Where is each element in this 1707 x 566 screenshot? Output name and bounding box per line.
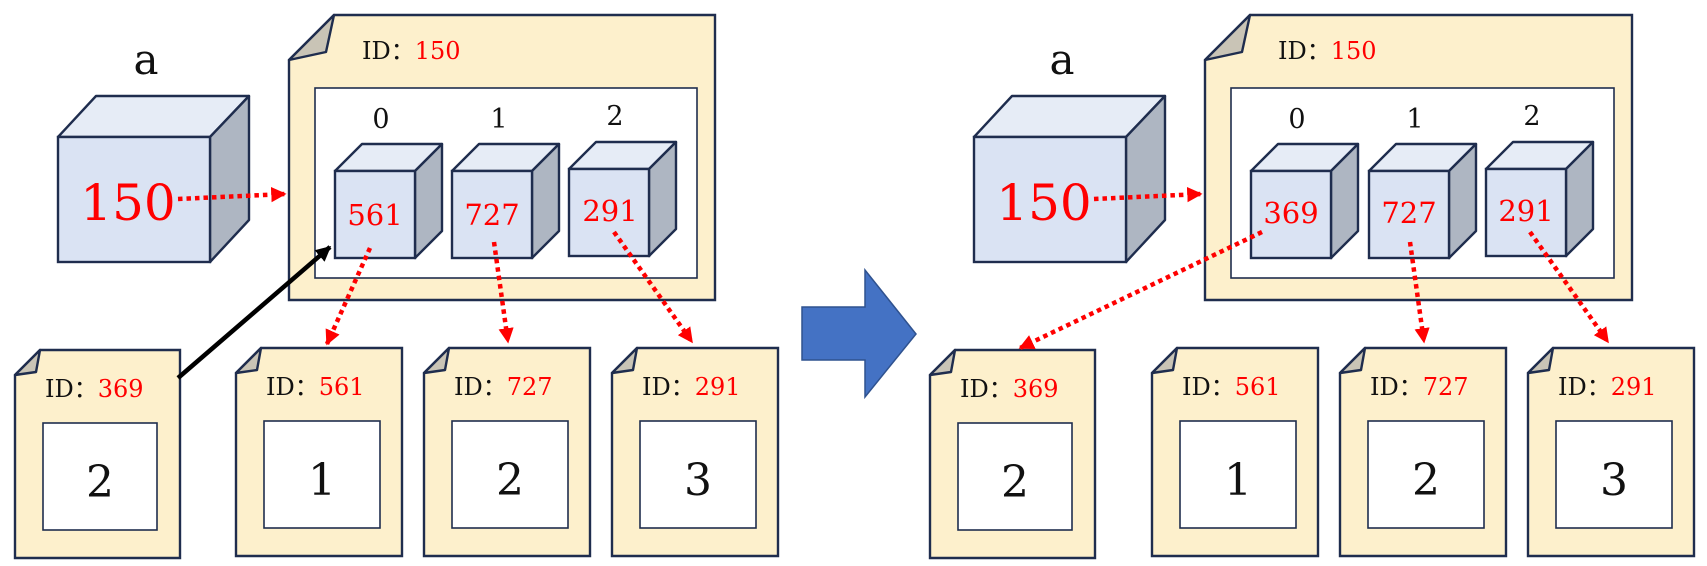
block-arrow-right-icon — [801, 267, 917, 400]
object-id: ID：561 — [1182, 373, 1281, 401]
object-id: ID：291 — [642, 373, 741, 401]
slot-index: 1 — [490, 104, 507, 135]
variable-name-label: a — [133, 35, 158, 84]
object-value: 2 — [1412, 455, 1440, 506]
object-727: ID：727 2 — [1338, 346, 1508, 558]
object-value-box — [451, 420, 569, 529]
object-id: ID：369 — [960, 375, 1059, 403]
slot-reference: 369 — [1263, 196, 1318, 230]
cube-icon — [1367, 142, 1478, 260]
variable-a: a 150 — [972, 35, 1167, 264]
reference-arrow-variable-to-list — [1093, 187, 1203, 203]
object-727: ID：727 2 — [422, 346, 592, 558]
slot-index: 2 — [606, 101, 623, 132]
object-value-box — [1555, 420, 1673, 529]
slot-index: 2 — [1523, 101, 1540, 132]
reference-arrow-variable-to-list — [177, 187, 287, 203]
slot-reference: 727 — [464, 198, 519, 232]
object-value: 2 — [496, 455, 524, 506]
object-value: 2 — [1001, 457, 1029, 508]
list-slot-1: 1 727 — [1367, 104, 1478, 260]
object-value: 3 — [1600, 455, 1628, 506]
object-id: ID：369 — [45, 375, 144, 403]
reference-arrow-slot2 — [1528, 230, 1610, 344]
object-value: 2 — [86, 457, 114, 508]
list-object: ID：150 0 561 1 7 — [287, 13, 717, 302]
cube-icon — [56, 94, 251, 264]
object-value-box — [1179, 420, 1297, 529]
list-slot-2: 2 291 — [1484, 101, 1595, 258]
object-value: 1 — [308, 455, 336, 506]
cube-icon — [972, 94, 1167, 264]
object-369: ID：369 2 — [928, 348, 1097, 560]
cube-icon — [1484, 140, 1595, 258]
reference-arrow-slot0 — [1018, 229, 1263, 351]
slot-index: 0 — [1288, 104, 1305, 135]
object-value-box — [263, 420, 381, 529]
object-id: ID：291 — [1558, 373, 1657, 401]
list-slot-2: 2 291 — [567, 101, 678, 258]
object-369: ID：369 2 — [13, 348, 182, 560]
object-value-box — [957, 422, 1073, 531]
list-object-id: ID：150 — [362, 37, 461, 65]
slot-reference: 291 — [1498, 194, 1553, 228]
object-value-box — [42, 422, 158, 531]
cube-icon — [333, 142, 444, 260]
variable-value: 150 — [996, 174, 1091, 232]
object-id: ID：727 — [454, 373, 553, 401]
slot-reference: 291 — [582, 194, 637, 228]
cube-icon — [567, 140, 678, 258]
object-561: ID：561 1 — [1150, 346, 1320, 558]
list-slot-0: 0 561 — [333, 104, 444, 260]
object-561: ID：561 1 — [234, 346, 404, 558]
variable-name-label: a — [1049, 35, 1074, 84]
panel-before: a 150 ID：150 0 — [13, 13, 780, 560]
assignment-arrow — [176, 245, 332, 380]
variable-value: 150 — [80, 174, 175, 232]
list-slot-0: 0 369 — [1249, 104, 1360, 260]
object-value: 1 — [1224, 455, 1252, 506]
object-291: ID：291 3 — [610, 346, 780, 558]
object-value-box — [1367, 420, 1485, 529]
variable-a: a 150 — [56, 35, 251, 264]
panel-after: a 150 ID：150 0 — [928, 13, 1696, 560]
slot-reference: 561 — [347, 198, 402, 232]
list-object-id: ID：150 — [1278, 37, 1377, 65]
slot-index: 1 — [1406, 104, 1423, 135]
slot-index: 0 — [372, 104, 389, 135]
reference-arrow-slot0 — [324, 247, 373, 346]
slot-reference: 727 — [1381, 196, 1436, 230]
object-291: ID：291 3 — [1526, 346, 1696, 558]
object-value: 3 — [684, 455, 712, 506]
list-object: ID：150 0 369 1 727 — [1203, 13, 1634, 302]
object-value-box — [639, 420, 757, 529]
cube-icon — [1249, 142, 1360, 260]
reference-arrow-slot2 — [612, 230, 694, 344]
object-id: ID：727 — [1370, 373, 1469, 401]
object-id: ID：561 — [266, 373, 365, 401]
